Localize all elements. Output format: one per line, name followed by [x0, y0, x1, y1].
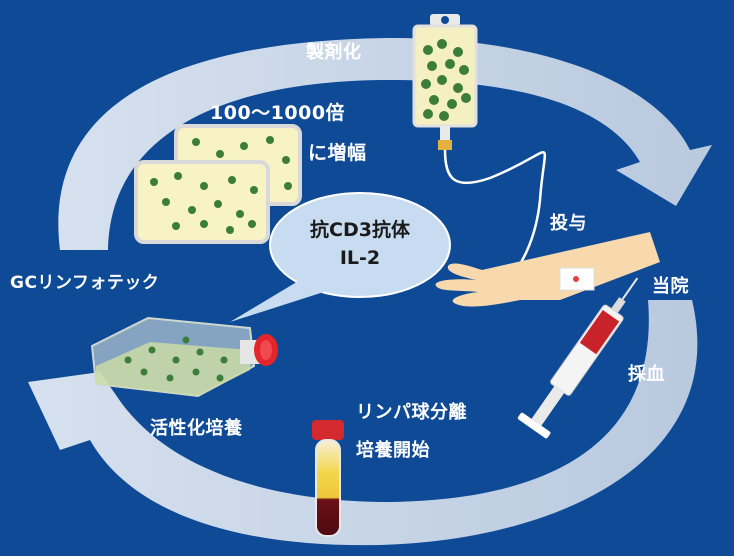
label-administration: 投与 — [550, 213, 587, 234]
culture-dish-icon — [134, 124, 302, 244]
culture-flask-icon — [90, 316, 278, 398]
label-blood-draw: 採血 — [628, 364, 665, 385]
label-activation-culture: 活性化培養 — [150, 418, 243, 439]
label-hospital: 当院 — [652, 276, 689, 297]
cycle-arrow-bottom — [28, 300, 698, 546]
iv-bag-icon — [412, 14, 547, 283]
label-gc-company: GCリンフォテック — [10, 273, 160, 293]
label-separation-line1: リンパ球分離 — [356, 402, 467, 423]
blood-tube-icon — [312, 420, 344, 537]
syringe-icon — [517, 277, 639, 439]
speech-bubble — [230, 192, 451, 322]
cycle-arrow-top — [58, 38, 712, 250]
label-amplify-line1: 100〜1000倍 — [210, 102, 346, 124]
label-amplify-line2: に増幅 — [308, 142, 367, 164]
label-separation-line2: 培養開始 — [356, 440, 430, 461]
arm-icon — [435, 232, 660, 307]
bubble-line1: 抗CD3抗体 — [310, 219, 410, 241]
bubble-line2: IL-2 — [339, 247, 381, 269]
label-formulation: 製剤化 — [306, 42, 362, 63]
